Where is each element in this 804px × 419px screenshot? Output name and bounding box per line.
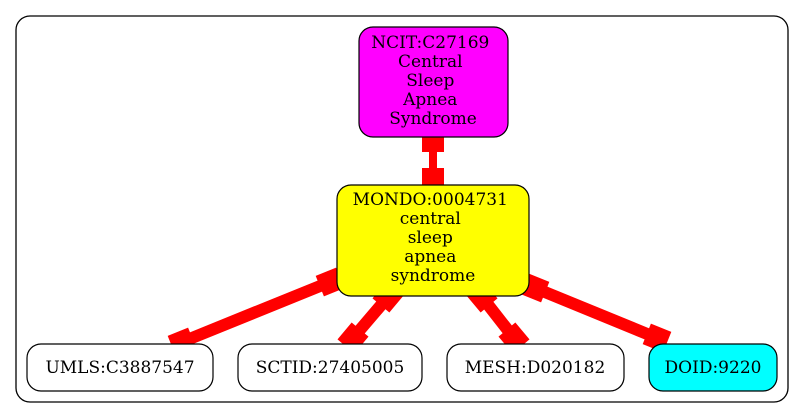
node-mesh-box: [446, 343, 625, 392]
node-umls-label: UMLS:C3887547: [45, 358, 194, 378]
node-mondo-line: apnea: [404, 247, 456, 267]
node-ncit[interactable]: NCIT:C27169 Central Sleep Apnea Syndrome: [358, 26, 509, 138]
node-ncit-line: Apnea: [402, 90, 457, 110]
node-sctid[interactable]: SCTID:27405005: [237, 343, 423, 392]
node-ncit-line: Sleep: [406, 71, 454, 91]
node-mondo-line: syndrome: [391, 266, 476, 286]
node-mondo-label: MONDO:0004731 central sleep apnea syndro…: [353, 190, 514, 286]
node-ncit-line: NCIT:C27169: [371, 33, 489, 53]
node-ncit-box: [358, 26, 509, 138]
node-doid-label: DOID:9220: [665, 358, 762, 378]
node-mondo-line: sleep: [408, 228, 453, 248]
node-mesh[interactable]: MESH:D020182: [446, 343, 625, 392]
node-umls-box: [26, 343, 214, 392]
node-mesh-label: MESH:D020182: [465, 358, 606, 378]
node-umls[interactable]: UMLS:C3887547: [26, 343, 214, 392]
node-mondo-box: [336, 184, 530, 297]
node-mondo[interactable]: MONDO:0004731 central sleep apnea syndro…: [336, 184, 530, 297]
node-doid[interactable]: DOID:9220: [648, 343, 778, 392]
node-doid-box: [648, 343, 778, 392]
node-sctid-label: SCTID:27405005: [256, 358, 405, 378]
node-ncit-line: Central: [398, 52, 463, 72]
node-ncit-label: NCIT:C27169 Central Sleep Apnea Syndrome: [371, 33, 495, 129]
node-sctid-box: [237, 343, 423, 392]
node-ncit-line: Syndrome: [389, 109, 477, 129]
node-mondo-line: central: [400, 209, 461, 229]
node-mondo-line: MONDO:0004731: [353, 190, 508, 210]
